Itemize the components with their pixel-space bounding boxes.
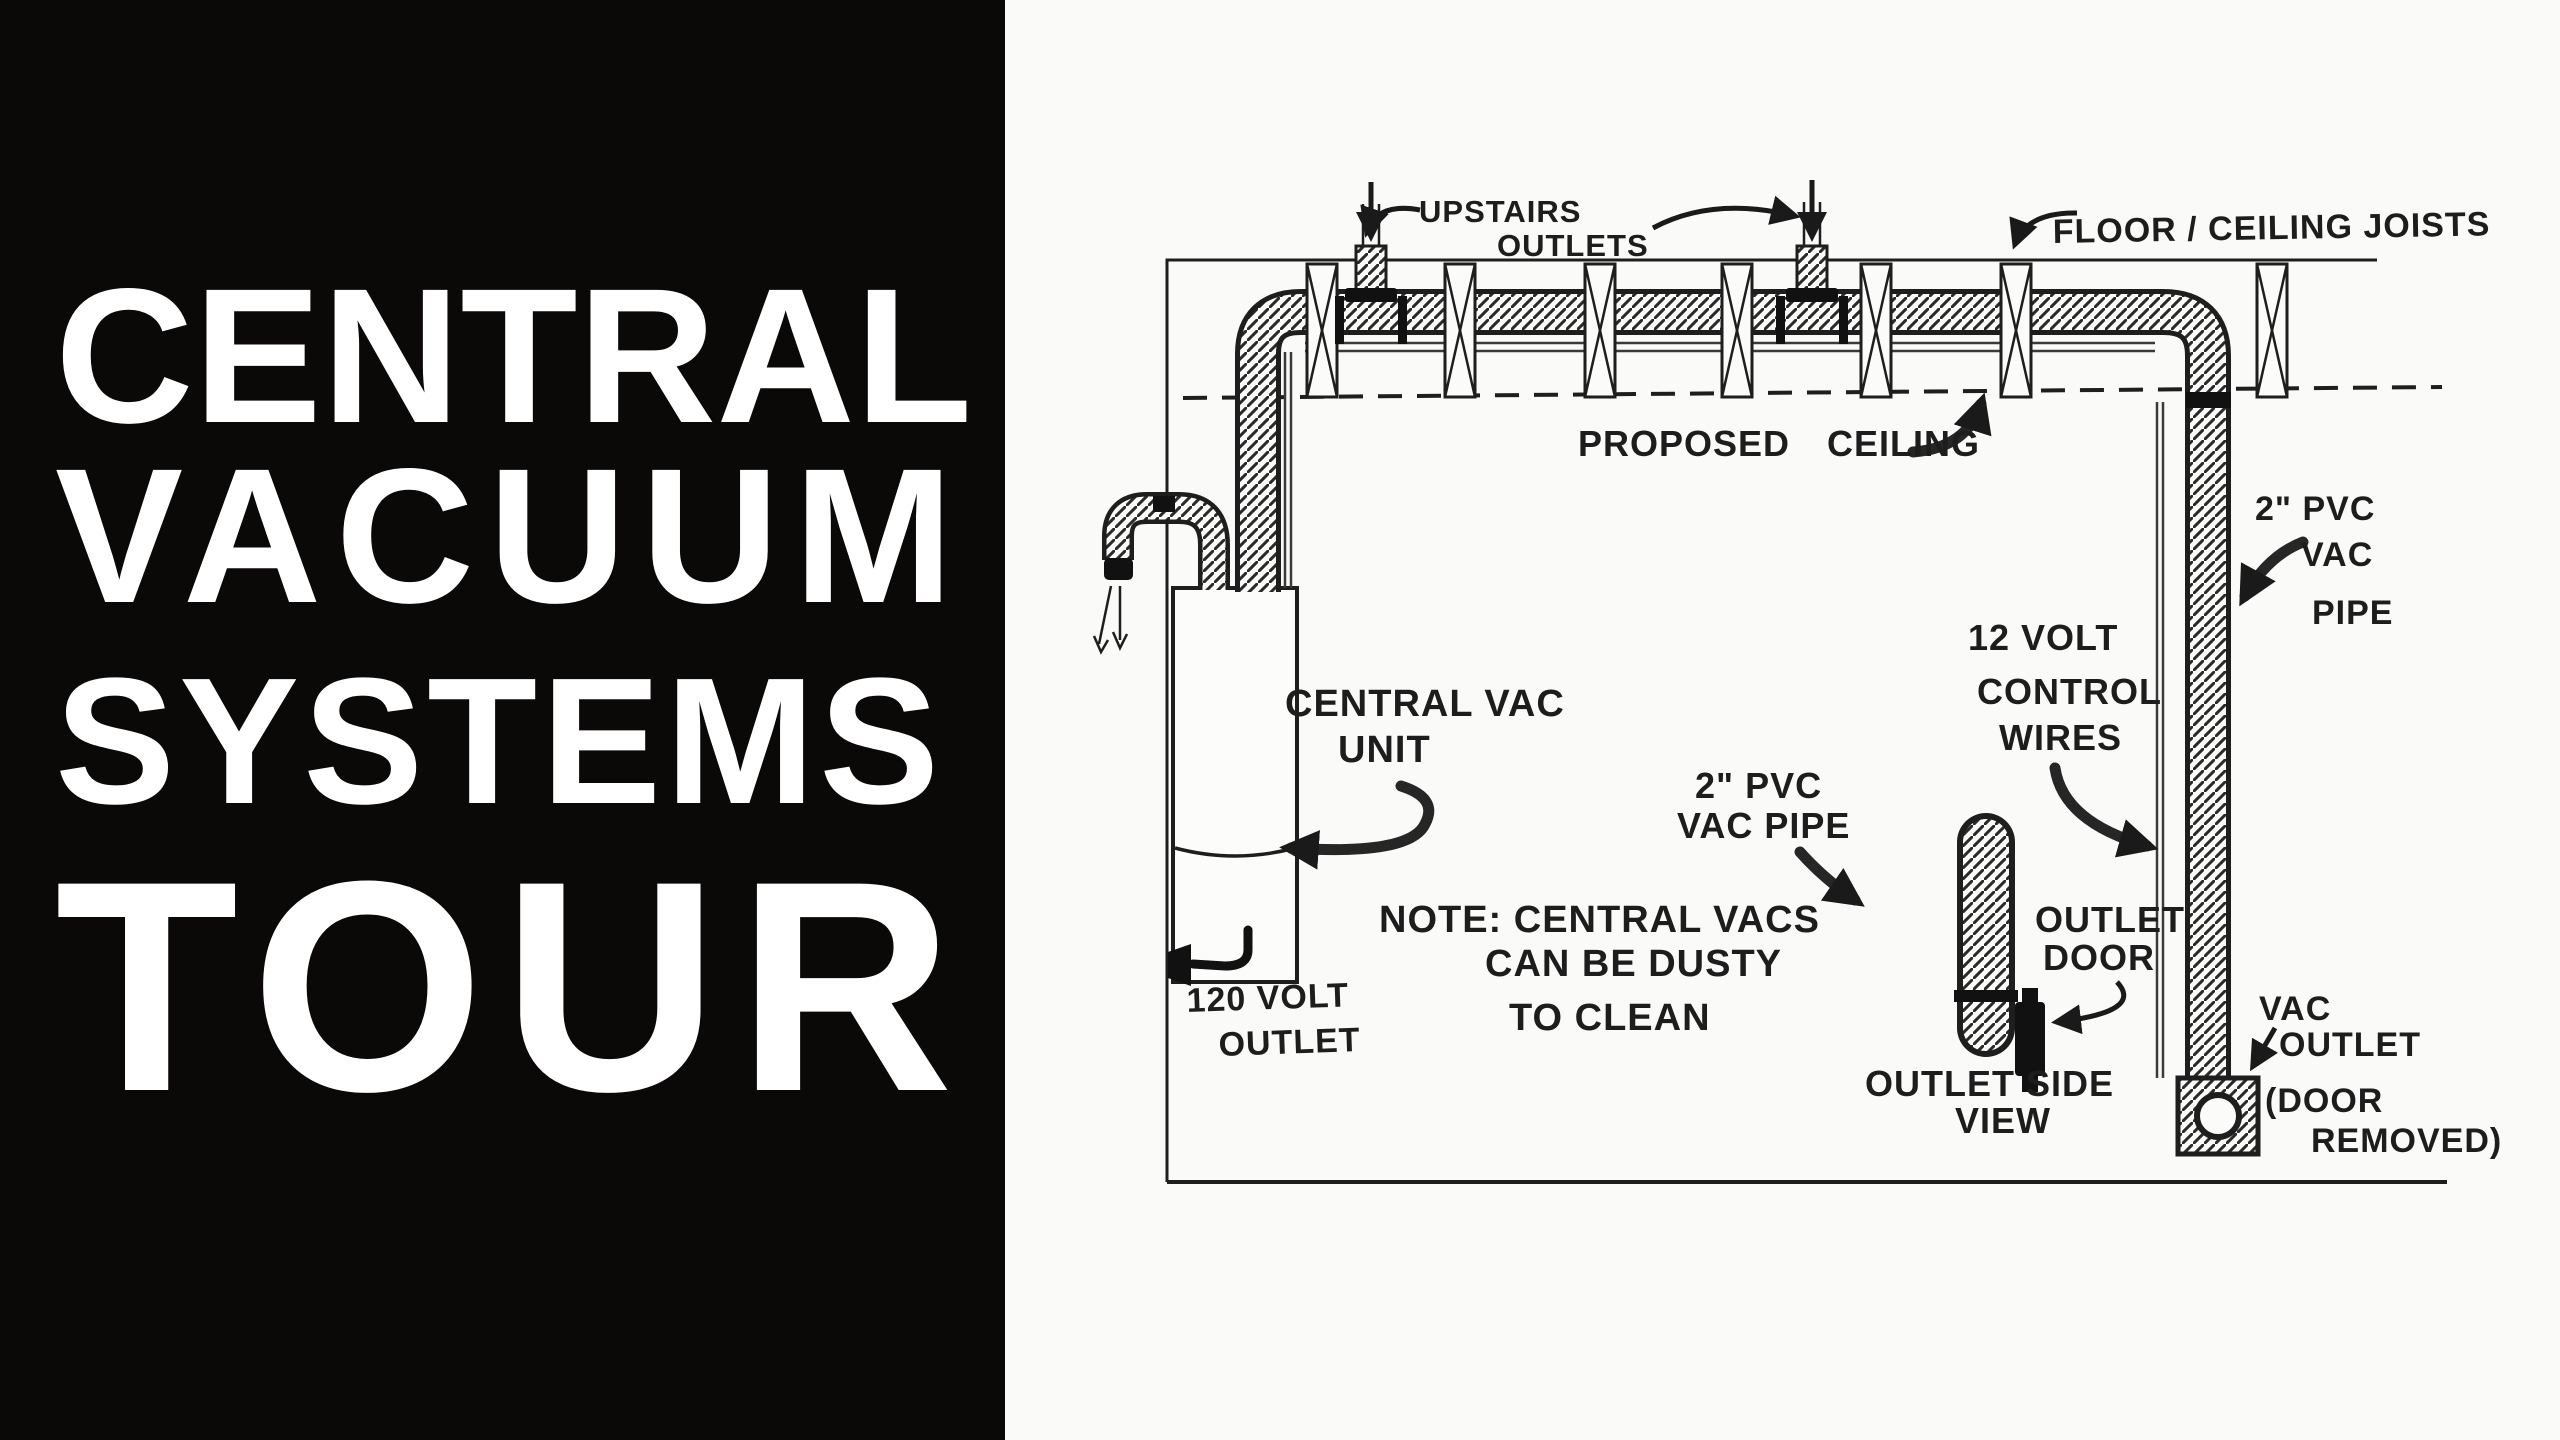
- side-view-coupler: [1954, 990, 2018, 1002]
- label-control-wires-1: 12 VOLT: [1968, 617, 2118, 658]
- joist: [1583, 262, 1617, 399]
- label-arrows-thick: [1279, 392, 2309, 907]
- label-central-vac-unit-1: CENTRAL VAC: [1285, 683, 1565, 725]
- joists: [1305, 262, 2289, 399]
- label-note-2: CAN BE DUSTY: [1485, 943, 1782, 985]
- label-floor-ceiling-joists: FLOOR / CEILING JOISTS: [2052, 205, 2490, 251]
- label-upstairs-outlets-1: UPSTAIRS: [1419, 194, 1581, 229]
- upstairs-outlet: [1335, 182, 1407, 344]
- vac-outlet-arrow: [2249, 1026, 2279, 1072]
- label-vac-outlet-2: OUTLET: [2279, 1026, 2421, 1064]
- joist: [1443, 262, 1477, 399]
- outlet-door-fitting: [2015, 1002, 2045, 1076]
- title-panel: CENTRAL VACUUM SYSTEMS TOUR: [0, 0, 1005, 1440]
- pvc-right-arrow: [2239, 536, 2309, 607]
- vac-outlet-hole: [2194, 1092, 2242, 1140]
- joist: [1859, 262, 1893, 399]
- label-proposed-ceiling: PROPOSED CEILING: [1578, 423, 1980, 464]
- label-outlet-door-1: OUTLET: [2035, 899, 2185, 940]
- label-120-volt-2: OUTLET: [1218, 1021, 1361, 1064]
- label-central-vac-unit-2: UNIT: [1338, 729, 1431, 771]
- room-outline: [1165, 258, 2447, 1184]
- joists-arrow: [2009, 210, 2078, 250]
- label-note-1: NOTE: CENTRAL VACS: [1379, 899, 1820, 941]
- title-line-4: TOUR: [55, 818, 972, 1154]
- label-outlet-door-2: DOOR: [2043, 937, 2155, 978]
- label-pvc-right-2: VAC: [2301, 536, 2373, 574]
- central-vac-diagram: UPSTAIRS OUTLETS FLOOR / CEILING JOISTS …: [1005, 0, 2560, 1440]
- control-wires-arrow: [2049, 762, 2159, 858]
- pvc-mid-arrow: [1794, 846, 1865, 907]
- proposed-ceiling-line: [1182, 385, 2443, 400]
- label-vac-outlet-1: VAC: [2259, 990, 2331, 1028]
- label-pvc-right-3: PIPE: [2312, 594, 2393, 632]
- pipe-coupler: [2186, 392, 2231, 408]
- label-arrows-thin: [1360, 195, 2279, 1072]
- label-120-volt-1: 120 VOLT: [1186, 976, 1350, 1020]
- joist: [1999, 262, 2033, 399]
- diagram-svg: UPSTAIRS OUTLETS FLOOR / CEILING JOISTS …: [1092, 180, 2502, 1184]
- label-pvc-mid-2: VAC PIPE: [1677, 805, 1850, 846]
- label-vac-outlet-3: (DOOR: [2265, 1082, 2383, 1120]
- upstairs-outlet: [1776, 180, 1848, 344]
- outlet-door-arrow: [2051, 980, 2127, 1035]
- label-vac-outlet-4: REMOVED): [2311, 1122, 2502, 1160]
- label-upstairs-outlets-2: OUTLETS: [1497, 228, 1649, 263]
- upstairs-right-arrow: [1651, 195, 1801, 231]
- label-control-wires-2: CONTROL: [1977, 671, 2162, 712]
- power-plug: [1168, 944, 1191, 986]
- label-pvc-mid-1: 2" PVC: [1695, 765, 1822, 806]
- label-outlet-side-view-2: VIEW: [1955, 1100, 2051, 1141]
- title-line-2: VACUUM: [55, 428, 968, 643]
- joist: [2255, 262, 2289, 399]
- label-control-wires-3: WIRES: [1999, 717, 2122, 758]
- upstairs-left-arrow: [1360, 204, 1421, 238]
- label-note-3: TO CLEAN: [1509, 997, 1711, 1039]
- power-cord: [1188, 925, 1253, 971]
- title-line-1: CENTRAL: [55, 248, 973, 463]
- joist: [1720, 262, 1754, 399]
- label-pvc-right-1: 2" PVC: [2255, 490, 2375, 528]
- exhaust-air-puff: [1092, 585, 1129, 655]
- joist: [1305, 262, 1339, 399]
- title-line-3: SYSTEMS: [55, 641, 944, 842]
- exhaust-vent: [1092, 492, 1230, 655]
- exhaust-tip: [1104, 558, 1133, 580]
- exhaust-coupler: [1153, 496, 1175, 512]
- central-vac-unit-arrow: [1279, 780, 1435, 870]
- proposed-ceiling-arrow: [1907, 392, 1992, 458]
- outlet-side-view-pipe: [1954, 813, 2045, 1092]
- label-outlet-side-view-1: OUTLET SIDE: [1865, 1063, 2114, 1104]
- vac-outlet-box: [2175, 1075, 2261, 1157]
- central-vac-unit-body: [1168, 586, 1299, 986]
